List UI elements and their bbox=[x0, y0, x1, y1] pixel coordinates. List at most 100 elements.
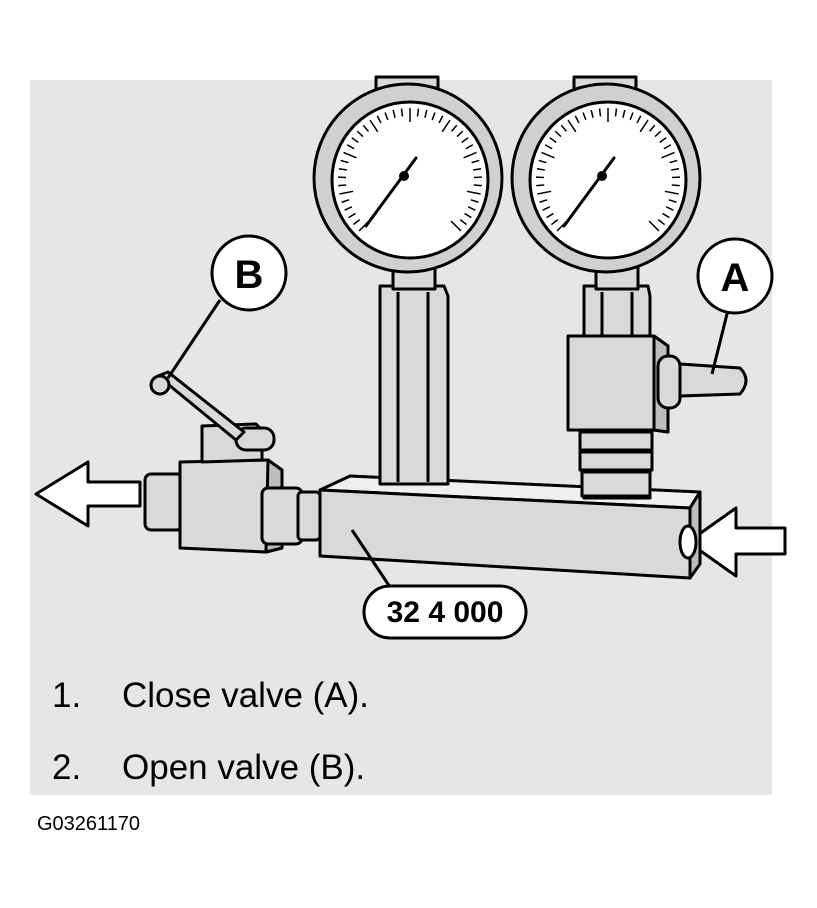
inlet-flow-arrow bbox=[686, 506, 787, 578]
gauge-tick bbox=[614, 108, 618, 117]
gauge-tick bbox=[665, 206, 674, 211]
gauge-tick bbox=[664, 190, 679, 195]
gauge-tick bbox=[343, 151, 357, 159]
gauge-tick bbox=[567, 119, 577, 133]
gauge-tick bbox=[636, 115, 642, 124]
left-gauge-dial bbox=[330, 100, 490, 260]
step-1-number: 1. bbox=[52, 676, 82, 715]
gauge-tick bbox=[463, 151, 477, 159]
gauge-tick bbox=[341, 199, 350, 203]
gauge-tick bbox=[590, 109, 594, 118]
gauge-tick bbox=[376, 115, 382, 124]
outlet-flow-arrow bbox=[34, 460, 142, 528]
gauge-tick bbox=[582, 112, 587, 121]
tool-number-label: 32 4 000 bbox=[387, 596, 504, 629]
gauge-tick bbox=[629, 112, 634, 121]
gauge-tick bbox=[639, 119, 649, 133]
gauge-tick bbox=[668, 199, 677, 203]
gauge-tick bbox=[554, 130, 562, 138]
gauge-tick bbox=[346, 144, 355, 150]
valve-b-lever-knob bbox=[149, 374, 171, 396]
gauge-tick bbox=[538, 159, 547, 164]
callout-b-label: B bbox=[235, 253, 264, 297]
gauge-tick bbox=[352, 219, 361, 226]
gauge-tick bbox=[392, 109, 396, 118]
gauge-tick bbox=[338, 184, 347, 187]
gauge-tick bbox=[466, 190, 481, 195]
right-stem-ring-2 bbox=[578, 450, 654, 472]
gauge-tick bbox=[657, 219, 666, 226]
gauge-tick bbox=[456, 130, 464, 138]
gauge-tick bbox=[539, 199, 548, 203]
gauge-tick bbox=[663, 144, 672, 150]
valve-a-stem bbox=[656, 354, 682, 410]
gauge-tick bbox=[465, 144, 474, 150]
gauge-tick bbox=[450, 220, 462, 232]
gauge-tick bbox=[416, 108, 420, 117]
step-1: 1. Close valve (A). bbox=[52, 676, 369, 716]
gauge-tick bbox=[362, 124, 370, 132]
gauge-tick bbox=[622, 109, 626, 118]
gauge-tick bbox=[662, 212, 670, 219]
gauge-tick bbox=[671, 184, 680, 187]
tool-number-pill bbox=[362, 584, 528, 640]
gauge-tick bbox=[470, 199, 479, 203]
gauge-tick bbox=[537, 190, 552, 195]
gauge-tick bbox=[669, 159, 678, 164]
gauge-tick bbox=[338, 167, 347, 171]
gauge-tick bbox=[467, 206, 476, 211]
gauge-tick bbox=[348, 212, 356, 219]
gauge-tick bbox=[369, 119, 379, 133]
gauge-tick bbox=[542, 206, 551, 211]
gauge-tick bbox=[671, 167, 680, 171]
gauge-tick bbox=[550, 219, 559, 226]
gauge-tick bbox=[536, 167, 545, 171]
right-gauge-needle bbox=[562, 156, 616, 228]
gauge-tick bbox=[356, 130, 364, 138]
valve-b-lever bbox=[156, 370, 246, 442]
gauge-tick bbox=[659, 137, 667, 143]
left-gauge-hub bbox=[399, 171, 409, 181]
outlet-fitting bbox=[143, 472, 185, 532]
step-2-text: Open valve (B). bbox=[122, 748, 366, 787]
figure-code: G03261170 bbox=[37, 813, 141, 835]
gauge-tick bbox=[400, 108, 404, 117]
valve-a-lever bbox=[678, 362, 748, 398]
right-stem-ring-3 bbox=[580, 470, 652, 498]
gauge-tick bbox=[544, 144, 553, 150]
gauge-tick bbox=[461, 137, 469, 143]
gauge-tick bbox=[441, 119, 451, 133]
right-gauge-dial bbox=[528, 100, 688, 260]
coupling-ring bbox=[296, 490, 322, 542]
gauge-tick bbox=[473, 184, 482, 187]
gauge-tick bbox=[541, 151, 555, 159]
gauge-tick bbox=[339, 190, 354, 195]
tool-number-leader bbox=[350, 529, 394, 591]
gauge-tick bbox=[464, 212, 472, 219]
gauge-tick bbox=[473, 167, 482, 171]
gauge-tick bbox=[574, 115, 580, 124]
gauge-tick bbox=[351, 137, 359, 143]
manifold-inlet-port bbox=[678, 524, 698, 560]
callout-b-circle bbox=[210, 234, 288, 312]
gauge-tick bbox=[344, 206, 353, 211]
gauge-tick bbox=[598, 108, 602, 117]
gauge-tick bbox=[536, 184, 545, 187]
gauge-tick bbox=[459, 219, 468, 226]
gauge-tick bbox=[560, 124, 568, 132]
gauge-tick bbox=[384, 112, 389, 121]
gauge-tick bbox=[438, 115, 444, 124]
gauge-tick bbox=[471, 159, 480, 164]
right-gauge-ticks bbox=[536, 108, 680, 232]
gauge-tick bbox=[424, 109, 428, 118]
left-gauge-stem bbox=[378, 284, 450, 486]
right-stem-ring-1 bbox=[578, 430, 654, 452]
step-2: 2.Open valve (B). bbox=[52, 748, 365, 788]
callout-a-label: A bbox=[721, 256, 750, 300]
gauge-tick bbox=[654, 130, 662, 138]
step-1-text: Close valve (A). bbox=[122, 676, 370, 715]
coupling-nut bbox=[260, 486, 304, 546]
gauge-tick bbox=[340, 159, 349, 164]
